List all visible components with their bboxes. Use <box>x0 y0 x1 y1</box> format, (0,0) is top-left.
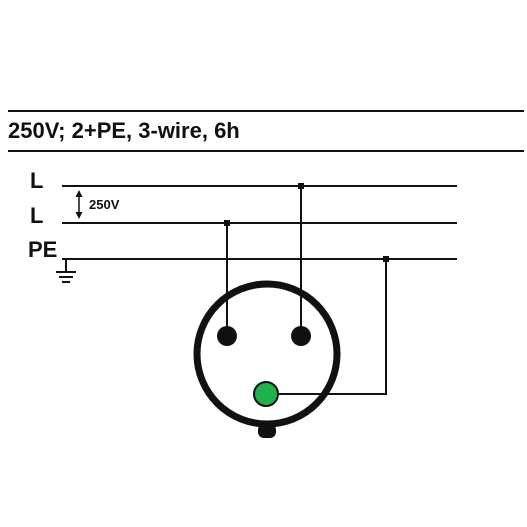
conductor-label-pe: PE <box>28 237 57 262</box>
socket-key-tab <box>258 424 276 438</box>
header-top-rule <box>8 110 524 112</box>
drop-wire-pe <box>266 259 387 395</box>
pin-l1 <box>291 326 311 346</box>
header-bottom-rule <box>8 150 524 152</box>
ground-icon <box>56 259 76 283</box>
pin-l2 <box>217 326 237 346</box>
conductor-label-l2: L <box>30 203 43 228</box>
earth-pin <box>253 381 279 407</box>
conductor-label-l1: L <box>30 168 43 193</box>
voltage-arrow-icon <box>75 190 83 219</box>
voltage-label: 250V <box>89 197 120 212</box>
diagram-title: 250V; 2+PE, 3-wire, 6h <box>8 118 240 143</box>
